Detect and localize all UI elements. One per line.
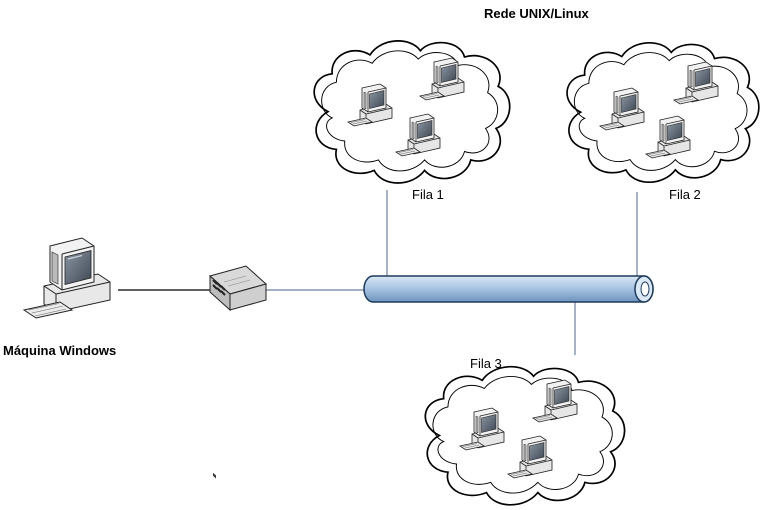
cloud-icon: [424, 365, 626, 506]
queue-2-cloud: [566, 41, 760, 184]
queue-3-cloud: [424, 365, 626, 506]
windows-machine: [23, 237, 111, 319]
queue-2-label: Fila 2: [669, 187, 701, 202]
cloud-icon: [313, 40, 511, 184]
queue-1-label: Fila 1: [412, 187, 444, 202]
windows-machine-label: Máquina Windows: [3, 343, 116, 358]
queue-3-label: Fila 3: [470, 356, 502, 371]
cloud-icon: [566, 41, 760, 184]
diagram-title: Rede UNIX/Linux: [484, 6, 590, 21]
queue-1-cloud: [313, 40, 511, 184]
network-bus-icon: [363, 275, 654, 303]
network-hub-icon: [208, 265, 268, 479]
desktop-computer-icon: [23, 237, 111, 319]
